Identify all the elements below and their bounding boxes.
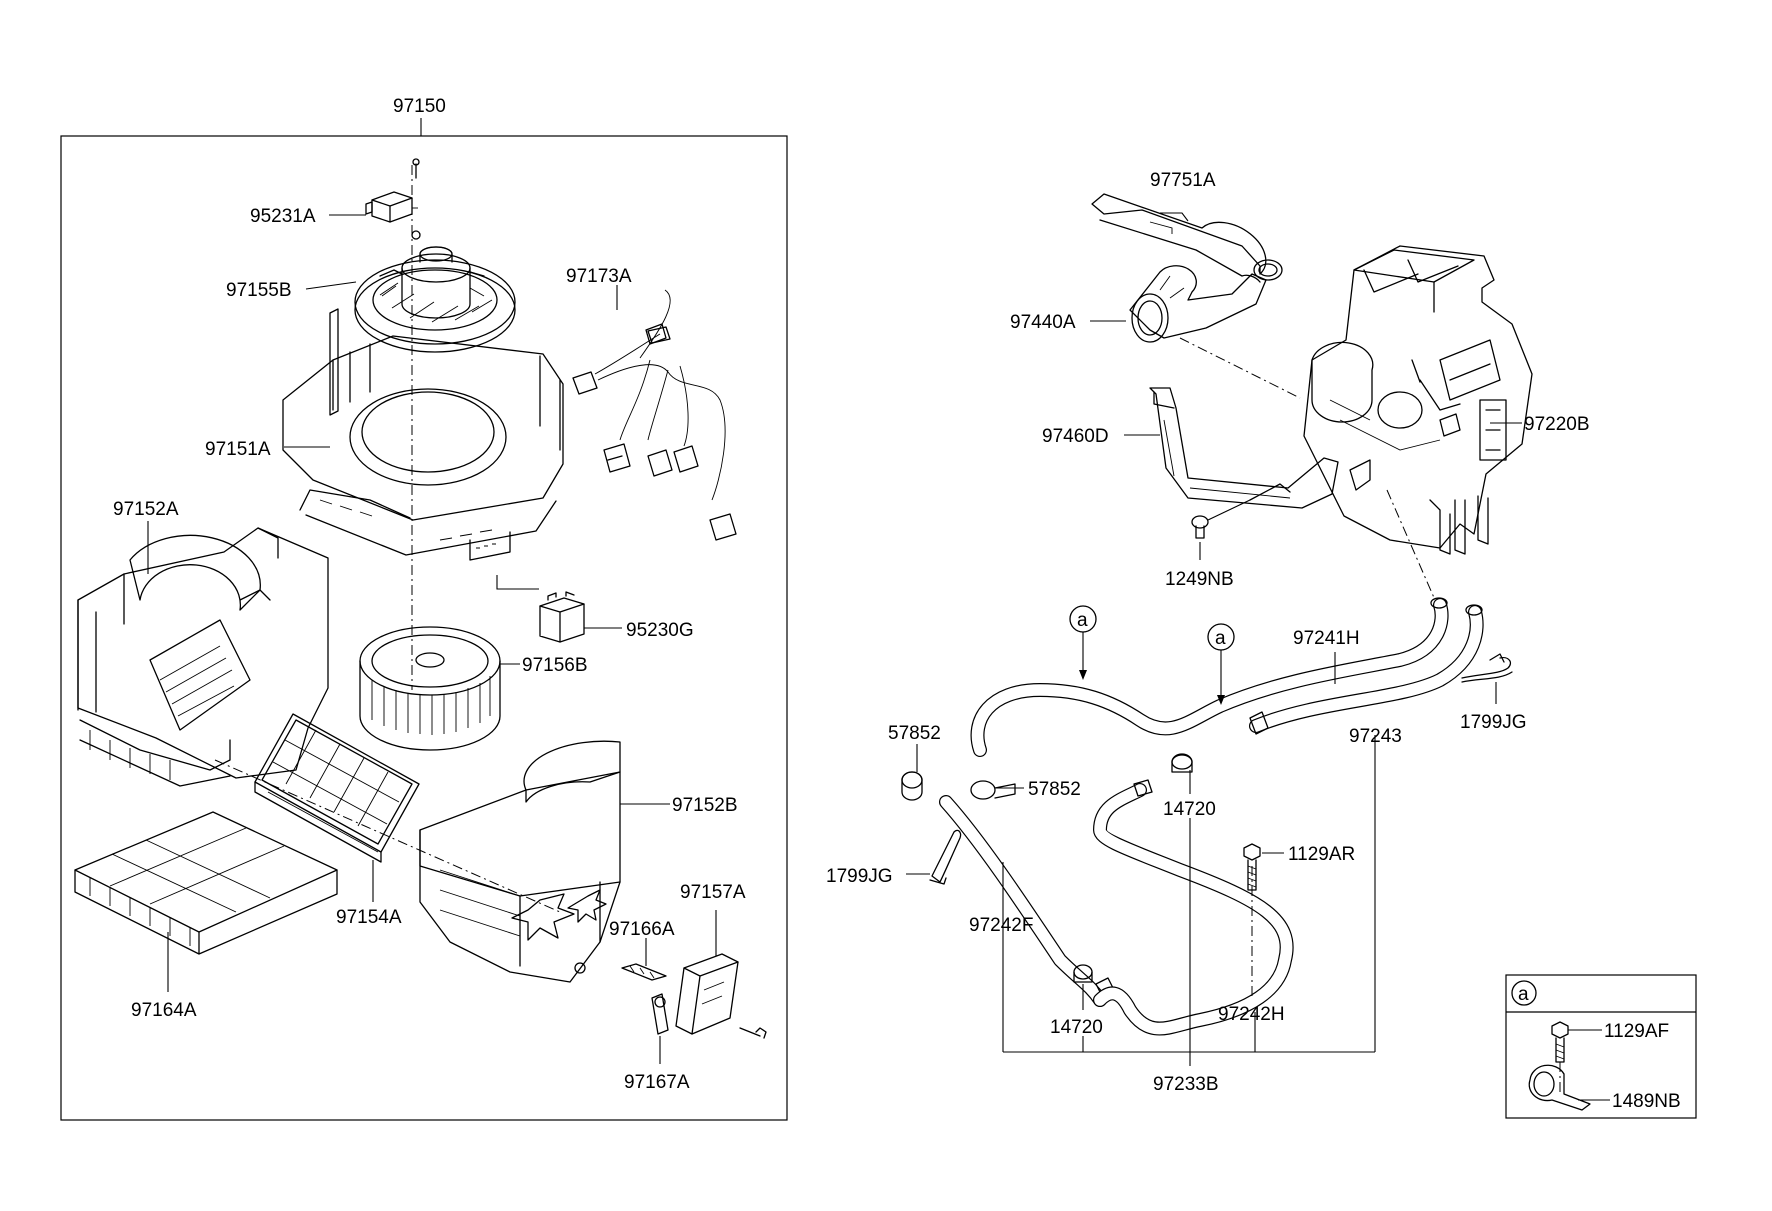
label-14720-lower[interactable]: 14720 bbox=[1050, 1017, 1103, 1038]
label-97166A[interactable]: 97166A bbox=[609, 919, 675, 940]
label-14720-upper[interactable]: 14720 bbox=[1163, 799, 1216, 820]
duct-joint-97440A bbox=[1129, 265, 1267, 343]
cable-tie-1799JG-right bbox=[1461, 653, 1513, 683]
heater-hoses bbox=[939, 597, 1484, 1036]
label-57852-left[interactable]: 57852 bbox=[888, 723, 941, 744]
label-97243[interactable]: 97243 bbox=[1349, 726, 1402, 747]
duct-97460D bbox=[1149, 387, 1339, 509]
actuator-arm-97167A bbox=[651, 993, 669, 1035]
cabin-filter-97164A bbox=[74, 811, 338, 955]
actuator-97157A bbox=[675, 953, 767, 1039]
label-97157A[interactable]: 97157A bbox=[680, 882, 746, 903]
hose-set-bracket bbox=[1002, 735, 1376, 1053]
fan-wheel-97156B bbox=[359, 626, 501, 751]
callout-marker-1 bbox=[1069, 605, 1097, 680]
callout-marker-2 bbox=[1207, 623, 1235, 705]
bolt-1129AR bbox=[1243, 843, 1261, 891]
label-1129AF[interactable]: 1129AF bbox=[1604, 1021, 1669, 1042]
clamp-14720-lower bbox=[1073, 964, 1093, 983]
label-1129AR[interactable]: 1129AR bbox=[1288, 844, 1355, 865]
hose-fit-axis bbox=[1386, 489, 1436, 601]
label-97156B[interactable]: 97156B bbox=[522, 655, 588, 676]
label-97242F[interactable]: 97242F bbox=[969, 915, 1033, 936]
label-97151A[interactable]: 97151A bbox=[205, 439, 271, 460]
duct-fit-axis bbox=[1179, 337, 1301, 399]
relay-95231A bbox=[365, 158, 421, 240]
blower-assembly-frame bbox=[60, 118, 788, 1121]
heater-unit-97220B bbox=[1303, 245, 1533, 555]
label-97152A[interactable]: 97152A bbox=[113, 499, 179, 520]
callout-marker-1-letter: a bbox=[1077, 610, 1088, 631]
label-95230G[interactable]: 95230G bbox=[626, 620, 694, 641]
label-97751A[interactable]: 97751A bbox=[1150, 170, 1216, 191]
wiring-harness-97173A bbox=[572, 289, 737, 541]
detail-box-a bbox=[1505, 974, 1697, 1119]
label-97233B[interactable]: 97233B bbox=[1153, 1074, 1219, 1095]
blower-case-97151A bbox=[282, 308, 564, 561]
label-97241H[interactable]: 97241H bbox=[1293, 628, 1360, 649]
label-97154A[interactable]: 97154A bbox=[336, 907, 402, 928]
label-1249NB[interactable]: 1249NB bbox=[1165, 569, 1234, 590]
clip-57852-left bbox=[901, 771, 923, 801]
lower-case-97152B bbox=[419, 740, 621, 983]
filter-frame-97154A bbox=[254, 713, 420, 863]
clamp-14720-upper bbox=[1171, 753, 1193, 773]
label-97440A[interactable]: 97440A bbox=[1010, 312, 1076, 333]
cable-tie-1799JG-left bbox=[929, 829, 962, 885]
label-57852-right[interactable]: 57852 bbox=[1028, 779, 1081, 800]
clip-57852-right bbox=[970, 780, 1016, 800]
resistor-95230G bbox=[539, 591, 585, 643]
label-97150[interactable]: 97150 bbox=[393, 96, 446, 117]
label-97164A[interactable]: 97164A bbox=[131, 1000, 197, 1021]
blower-motor-97155B bbox=[354, 246, 516, 353]
actuator-link-97166A bbox=[621, 963, 667, 981]
label-1799JG-left[interactable]: 1799JG bbox=[826, 866, 893, 887]
label-97173A[interactable]: 97173A bbox=[566, 266, 632, 287]
label-97152B[interactable]: 97152B bbox=[672, 795, 738, 816]
label-95231A[interactable]: 95231A bbox=[250, 206, 316, 227]
duct-97751A bbox=[1091, 193, 1283, 283]
label-97460D[interactable]: 97460D bbox=[1042, 426, 1109, 447]
label-97167A[interactable]: 97167A bbox=[624, 1072, 690, 1093]
label-1799JG-right[interactable]: 1799JG bbox=[1460, 712, 1527, 733]
label-97220B[interactable]: 97220B bbox=[1524, 414, 1590, 435]
screw-1249NB bbox=[1191, 515, 1209, 539]
detail-box-a-letter: a bbox=[1518, 984, 1529, 1005]
callout-marker-2-letter: a bbox=[1215, 628, 1226, 649]
label-97242H[interactable]: 97242H bbox=[1218, 1004, 1285, 1025]
intake-case-97152A bbox=[77, 527, 329, 787]
label-1489NB[interactable]: 1489NB bbox=[1612, 1091, 1681, 1112]
label-97155B[interactable]: 97155B bbox=[226, 280, 292, 301]
